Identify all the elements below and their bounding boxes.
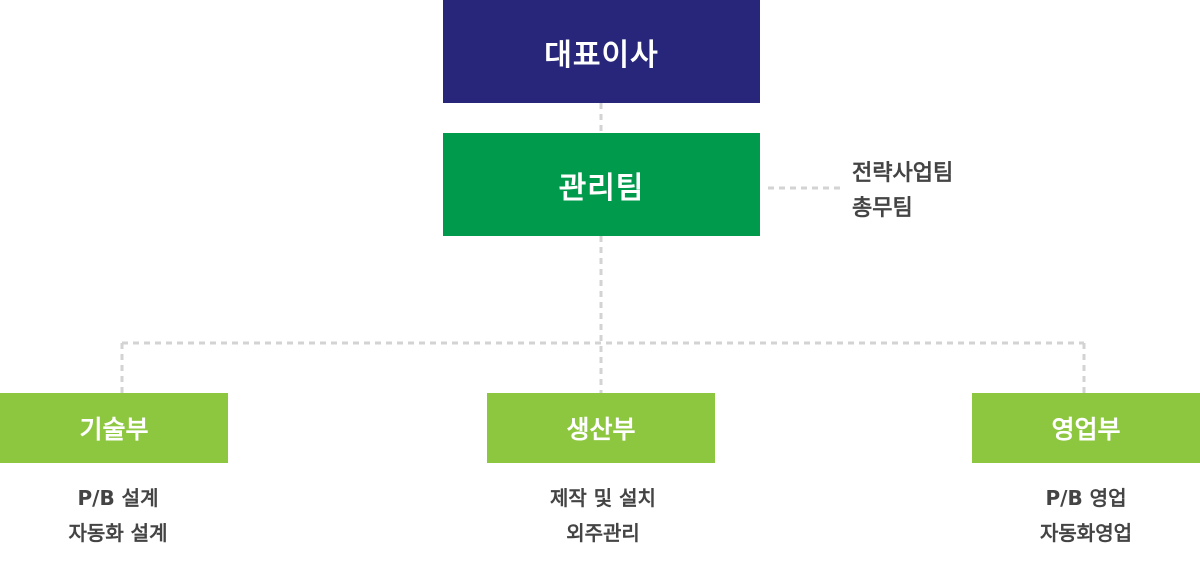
ceo-box: 대표이사 <box>443 0 760 103</box>
duty-item: 제작 및 설치 <box>550 486 656 510</box>
side-team-list: 전략사업팀 총무팀 <box>852 156 953 226</box>
duty-item: P/B 영업 <box>1045 486 1127 510</box>
production-dept-label: 생산부 <box>566 415 636 444</box>
management-team-label: 관리팀 <box>558 170 645 206</box>
technology-dept-duties: P/B 설계 자동화 설계 <box>4 481 232 551</box>
side-team-item-general-affairs: 총무팀 <box>852 196 913 221</box>
duty-item: P/B 설계 <box>77 486 159 510</box>
duty-item: 자동화영업 <box>1040 521 1132 545</box>
production-dept-box: 생산부 <box>487 393 715 463</box>
ceo-label: 대표이사 <box>544 37 659 73</box>
sales-dept-box: 영업부 <box>972 393 1200 463</box>
duty-item: 외주관리 <box>566 521 640 545</box>
sales-dept-label: 영업부 <box>1051 415 1121 444</box>
duty-item: 자동화 설계 <box>68 521 168 545</box>
management-team-box: 관리팀 <box>443 133 760 236</box>
technology-dept-label: 기술부 <box>79 415 149 444</box>
technology-dept-box: 기술부 <box>0 393 228 463</box>
sales-dept-duties: P/B 영업 자동화영업 <box>972 481 1200 551</box>
production-dept-duties: 제작 및 설치 외주관리 <box>489 481 717 551</box>
side-team-item-strategy: 전략사업팀 <box>852 161 954 186</box>
